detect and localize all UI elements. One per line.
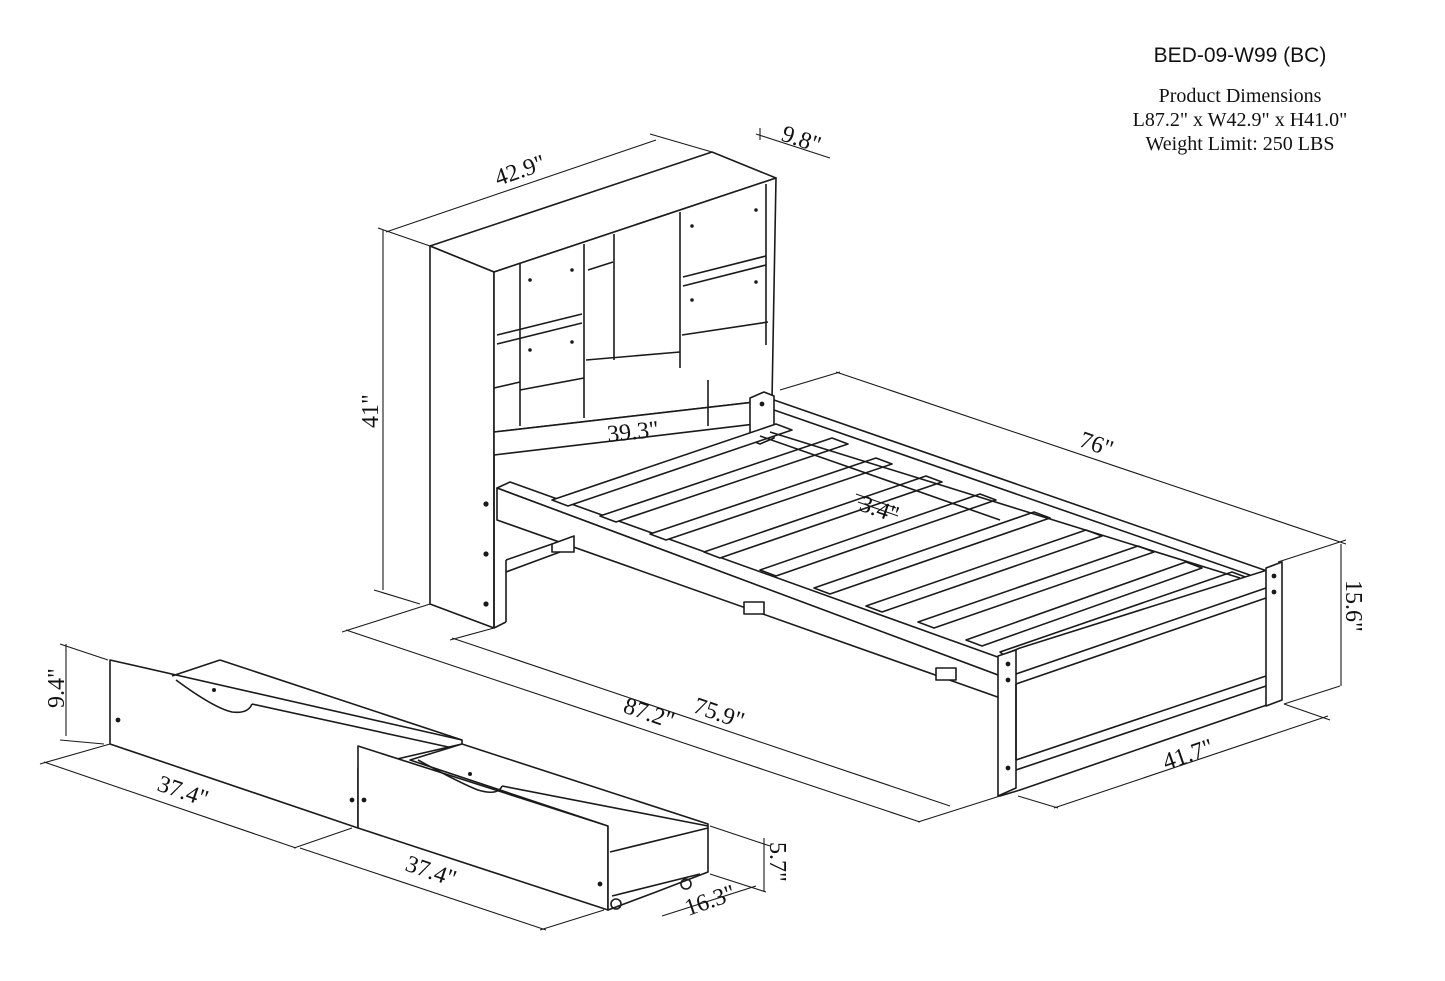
drawer-right (357, 743, 709, 911)
dimension-lines (39, 128, 1347, 931)
spec-title: Product Dimensions (1158, 85, 1322, 107)
dim-overall-length: 87.2" (620, 693, 677, 734)
drawer-caster (680, 878, 692, 890)
dim-frame-length: 76" (1076, 427, 1116, 463)
foot-post-left (997, 649, 1017, 797)
dim-headboard-depth: 9.8" (778, 121, 824, 159)
dim-drawer-height: 9.4" (44, 668, 70, 708)
dim-footboard-width: 41.7" (1159, 734, 1216, 775)
spec-dimensions: L87.2" x W42.9" x H41.0" (1132, 109, 1348, 131)
model-number: BED-09-W99 (BC) (1153, 44, 1327, 67)
drawer-caster (610, 898, 622, 910)
dim-drawer-length-left: 37.4" (154, 771, 211, 812)
slats (551, 423, 1249, 661)
dim-inner-width: 39.3" (606, 417, 660, 448)
headboard-bookcase (429, 151, 777, 629)
dim-drawer-clearance: 5.7" (764, 842, 790, 882)
bed-frame (496, 391, 1283, 797)
dim-footboard-height: 15.6" (1340, 580, 1366, 632)
spec-weight-limit: Weight Limit: 250 LBS (1145, 133, 1335, 155)
dim-headboard-width: 42.9" (491, 150, 548, 191)
headboard-side (429, 245, 495, 629)
foot-post-right (1265, 561, 1283, 707)
dim-headboard-height: 41" (358, 394, 384, 428)
